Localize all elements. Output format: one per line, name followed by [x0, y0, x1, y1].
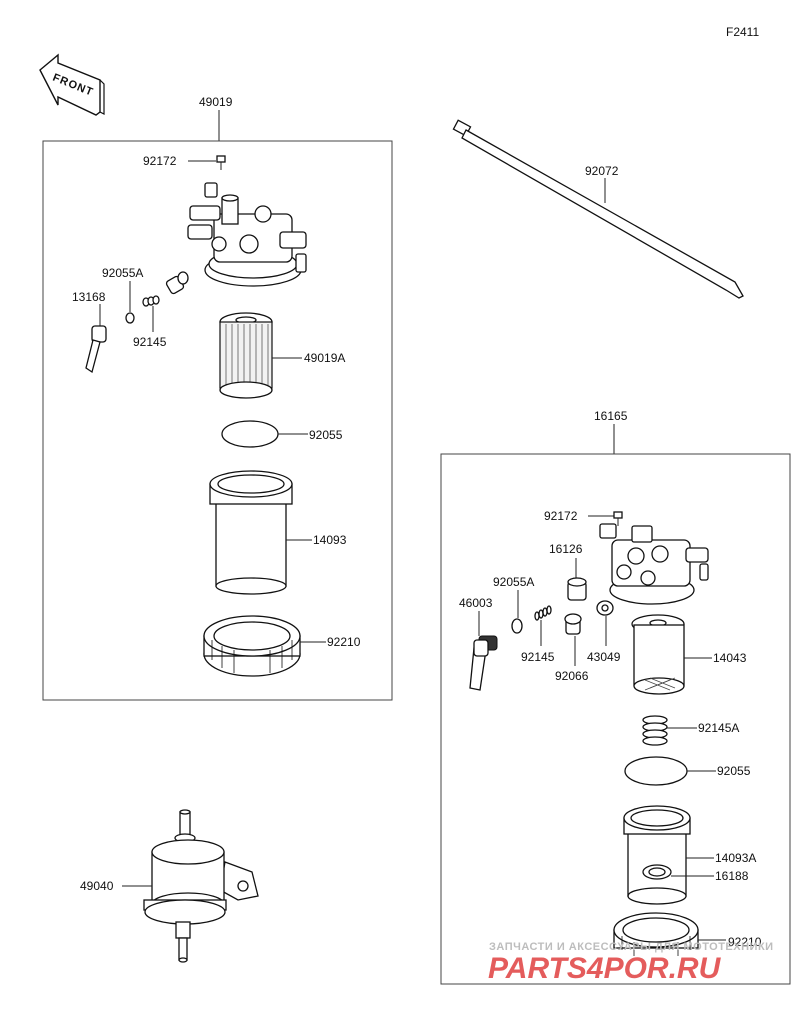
spring-small-right — [534, 605, 552, 621]
label-92066: 92066 — [555, 669, 589, 683]
o-ring-large-left — [221, 420, 279, 448]
assembly-label-left: 49019 — [199, 95, 233, 109]
label-14093-left: 14093 — [313, 533, 347, 547]
plug-fitting-left — [165, 271, 189, 295]
spring-small-left — [142, 295, 160, 307]
label-92055-left: 92055 — [309, 428, 343, 442]
filter-bowl-left — [209, 470, 293, 595]
label-92172-right: 92172 — [544, 509, 578, 523]
label-14093A: 14093A — [715, 851, 756, 865]
label-92145-left: 92145 — [133, 335, 167, 349]
fuel-cock-body-right — [599, 523, 709, 605]
o-ring-small-right — [511, 618, 523, 634]
label-49019A: 49019A — [304, 351, 345, 365]
washer-43049 — [596, 600, 614, 616]
label-92055A-right: 92055A — [493, 575, 534, 589]
assembly-box-left — [42, 140, 393, 701]
label-49040: 49040 — [80, 879, 114, 893]
label-92145-right: 92145 — [521, 650, 555, 664]
screw-right — [613, 511, 623, 526]
label-92072: 92072 — [585, 164, 619, 178]
label-16126: 16126 — [549, 542, 583, 556]
watermark-logo: PARTS4POR.RU — [488, 952, 722, 985]
screw — [216, 155, 226, 170]
ring-nut-left — [203, 615, 301, 677]
watermark-subtitle: ЗАПЧАСТИ И АКСЕССУАРЫ ДЛЯ МОТОТЕХНИКИ — [489, 941, 774, 953]
o-ring-large-right — [624, 756, 688, 786]
filter-element-right — [631, 614, 685, 695]
cable-tie — [452, 119, 744, 299]
label-92055-right: 92055 — [717, 764, 751, 778]
label-13168: 13168 — [72, 290, 106, 304]
valve-lever-right — [469, 635, 498, 691]
assembly-label-right: 16165 — [594, 409, 628, 423]
label-92055A-left: 92055A — [102, 266, 143, 280]
filter-bowl-right — [623, 805, 691, 905]
assembly-box-right — [440, 453, 791, 985]
label-92210-right: 92210 — [728, 935, 762, 949]
valve-lever-left — [85, 325, 107, 374]
fuel-cock-body-left — [187, 182, 307, 287]
spring-large — [642, 715, 668, 746]
label-46003: 46003 — [459, 596, 493, 610]
label-92172-left: 92172 — [143, 154, 177, 168]
label-92210-left: 92210 — [327, 635, 361, 649]
label-16188: 16188 — [715, 869, 749, 883]
label-43049: 43049 — [587, 650, 621, 664]
label-92145A: 92145A — [698, 721, 739, 735]
front-arrow-icon: FRONT — [39, 53, 105, 116]
o-ring-small — [125, 312, 135, 324]
label-14043: 14043 — [713, 651, 747, 665]
seal-cup — [567, 577, 587, 601]
inline-fuel-filter — [143, 809, 259, 963]
filter-element-left — [219, 312, 273, 399]
ring-nut-right — [613, 912, 699, 956]
plug-92066 — [564, 613, 582, 635]
figure-id: F2411 — [726, 25, 759, 39]
